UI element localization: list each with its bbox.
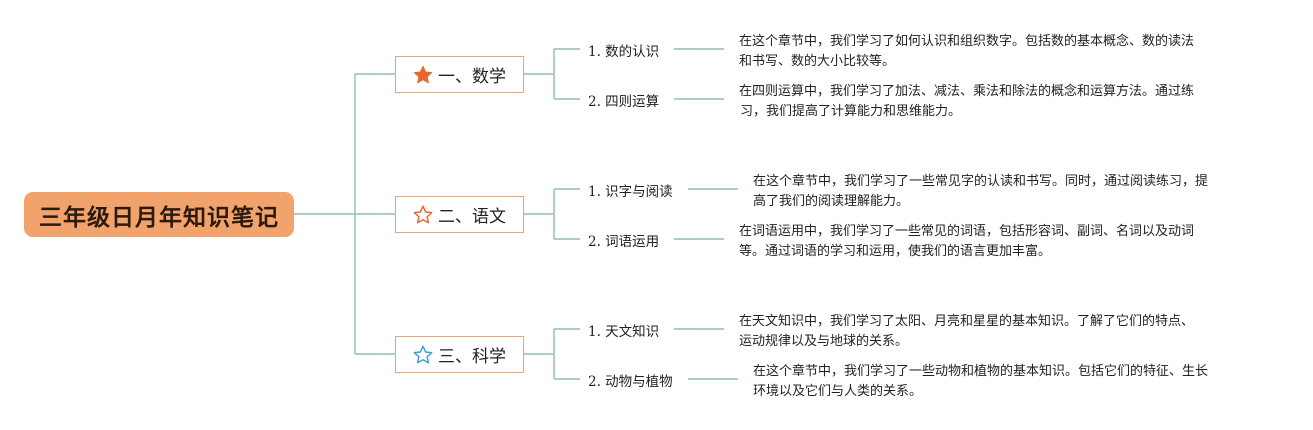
leaf-topic[interactable]: 1. 识字与阅读 — [588, 184, 673, 200]
leaf-note[interactable]: 在四则运算中，我们学习了加法、减法、乘法和除法的概念和运算方法。通过练 习，我们… — [739, 82, 1239, 122]
leaf-topic[interactable]: 2. 四则运算 — [588, 94, 660, 110]
branch-science[interactable]: 三、科学 — [395, 336, 524, 373]
note-line: 等。通过词语的学习和运用，使我们的语言更加丰富。 — [739, 244, 1052, 259]
leaf-note[interactable]: 在词语运用中，我们学习了一些常见的词语，包括形容词、副词、名词以及动词 等。通过… — [739, 222, 1239, 262]
filled-star-icon — [412, 64, 434, 86]
leaf-connector-chinese — [524, 188, 580, 240]
note-line: 在词语运用中，我们学习了一些常见的词语，包括形容词、副词、名词以及动词 — [739, 224, 1195, 239]
leaf-topic[interactable]: 1. 天文知识 — [588, 324, 660, 340]
note-line: 高了我们的阅读理解能力。 — [753, 194, 910, 209]
note-line: 在这个章节中，我们学习了一些动物和植物的基本知识。包括它们的特征、生长 — [753, 364, 1209, 379]
note-line: 习，我们提高了计算能力和思维能力。 — [740, 104, 962, 119]
branch-label: 三、科学 — [438, 347, 506, 367]
outline-star-icon — [412, 204, 434, 226]
note-line: 环境以及它们与人类的关系。 — [753, 384, 923, 399]
leaf-connector-math — [524, 48, 580, 100]
outline-star-icon — [412, 344, 434, 366]
branch-math[interactable]: 一、数学 — [395, 56, 524, 93]
leaf-topic[interactable]: 2. 词语运用 — [588, 234, 660, 250]
leaf-topic[interactable]: 1. 数的认识 — [588, 44, 660, 60]
note-line: 在这个章节中，我们学习了一些常见字的认读和书写。同时，通过阅读练习，提 — [753, 174, 1209, 189]
note-line: 在天文知识中，我们学习了太阳、月亮和星星的基本知识。了解了它们的特点、 — [739, 314, 1195, 329]
branch-chinese[interactable]: 二、语文 — [395, 196, 524, 233]
note-line: 在四则运算中，我们学习了加法、减法、乘法和除法的概念和运算方法。通过练 — [739, 84, 1195, 99]
note-line: 运动规律以及与地球的关系。 — [739, 334, 909, 349]
leaf-note[interactable]: 在这个章节中，我们学习了如何认识和组织数字。包括数的基本概念、数的读法 和书写、… — [739, 32, 1239, 72]
leaf-connector-science — [524, 328, 580, 380]
leaf-topic[interactable]: 2. 动物与植物 — [588, 374, 673, 390]
note-line: 和书写、数的大小比较等。 — [739, 54, 896, 69]
branch-label: 二、语文 — [438, 207, 506, 227]
root-topic[interactable]: 三年级日月年知识笔记 — [24, 192, 294, 237]
note-line: 在这个章节中，我们学习了如何认识和组织数字。包括数的基本概念、数的读法 — [739, 34, 1195, 49]
leaf-note[interactable]: 在这个章节中，我们学习了一些动物和植物的基本知识。包括它们的特征、生长 环境以及… — [753, 362, 1253, 402]
leaf-note[interactable]: 在这个章节中，我们学习了一些常见字的认读和书写。同时，通过阅读练习，提 高了我们… — [753, 172, 1253, 212]
leaf-note[interactable]: 在天文知识中，我们学习了太阳、月亮和星星的基本知识。了解了它们的特点、 运动规律… — [739, 312, 1239, 352]
branch-label: 一、数学 — [438, 67, 506, 87]
